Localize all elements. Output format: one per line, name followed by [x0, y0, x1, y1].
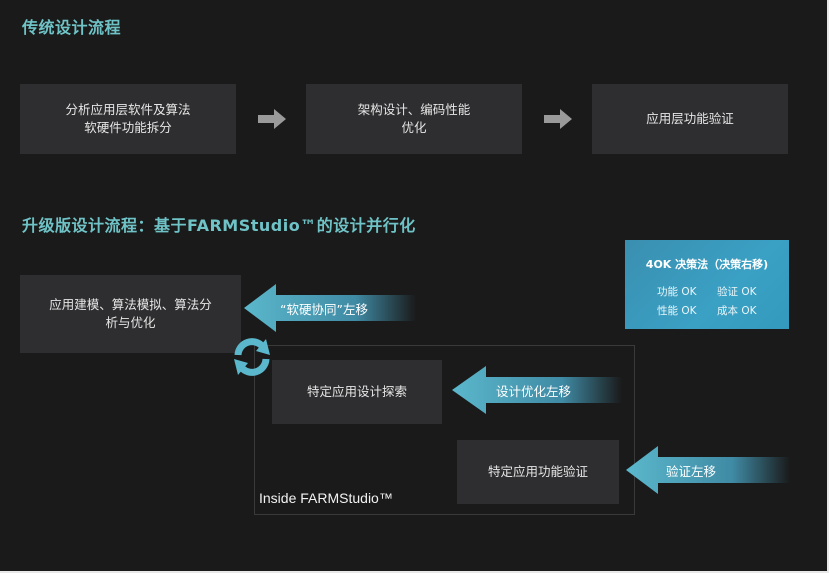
- decision-item: 性能 OK: [657, 305, 697, 317]
- specific-verify-box-label: 特定应用功能验证: [487, 464, 588, 479]
- design-opt-shift-left-arrow: 设计优化左移: [452, 366, 622, 414]
- decision-title: 4OK 决策法（决策右移): [645, 258, 769, 271]
- hw-sw-shift-left-arrow: “软硬协同”左移: [244, 284, 416, 332]
- decision-4ok-box: 4OK 决策法（决策右移) 功能 OK 验证 OK 性能 OK 成本 OK: [625, 240, 789, 329]
- upgraded-flow-heading: 升级版设计流程：基于FARMStudio™的设计并行化: [22, 216, 416, 235]
- step-analysis-label: 分析应用层软件及算法 软硬件功能拆分: [65, 102, 191, 135]
- left-arrow-icon: [626, 446, 790, 494]
- verify-shift-left-arrow: 验证左移: [626, 446, 790, 494]
- farmstudio-frame: [254, 345, 635, 515]
- specific-verify-box: 特定应用功能验证: [457, 440, 619, 504]
- left-arrow-icon: [244, 284, 416, 332]
- verify-shift-label: 验证左移: [666, 463, 717, 479]
- modeling-box-label: 应用建模、算法模拟、算法分 析与优化: [49, 297, 212, 330]
- specific-design-box: 特定应用设计探索: [272, 360, 442, 424]
- decision-item: 成本 OK: [717, 305, 757, 317]
- decision-item: 验证 OK: [717, 286, 757, 298]
- decision-item: 功能 OK: [657, 286, 697, 298]
- step-verification-label: 应用层功能验证: [646, 111, 734, 126]
- gray-arrow-icon: [544, 109, 572, 129]
- specific-design-box-label: 特定应用设计探索: [306, 384, 407, 399]
- step-architecture: 架构设计、编码性能 优化: [306, 84, 522, 154]
- step-analysis: 分析应用层软件及算法 软硬件功能拆分: [20, 84, 236, 154]
- step-verification: 应用层功能验证: [592, 84, 788, 154]
- modeling-box: 应用建模、算法模拟、算法分 析与优化: [20, 275, 241, 353]
- step-architecture-label: 架构设计、编码性能 优化: [357, 102, 471, 135]
- left-arrow-icon: [452, 366, 622, 414]
- hw-sw-shift-label: “软硬协同”左移: [280, 301, 368, 317]
- traditional-flow-heading: 传统设计流程: [22, 18, 122, 37]
- design-opt-shift-label: 设计优化左移: [496, 383, 572, 399]
- gray-arrow-icon: [258, 109, 286, 129]
- farmstudio-frame-label: Inside FARMStudio™: [259, 490, 393, 506]
- refresh-cycle-icon: [234, 338, 270, 376]
